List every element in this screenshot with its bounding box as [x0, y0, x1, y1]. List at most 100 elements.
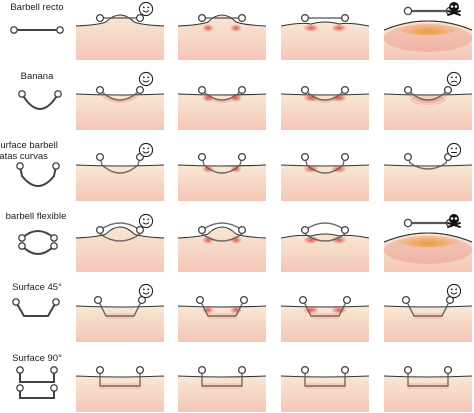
- piercing-cell-strongly-irritated: [281, 212, 369, 272]
- piercing-cell-rejected: [384, 212, 472, 272]
- ball-end: [195, 295, 205, 305]
- ball-end: [239, 295, 249, 305]
- ball-end: [300, 85, 310, 95]
- ball-end: [197, 85, 207, 95]
- ball-end: [197, 13, 207, 23]
- piercing-cell-healthy: [178, 352, 266, 412]
- ball-end: [237, 365, 247, 375]
- ball-end: [237, 225, 247, 235]
- ball-end: [300, 152, 310, 162]
- piercing-cell-strongly-irritated: [281, 0, 369, 60]
- ball-end: [93, 295, 103, 305]
- jewelry-bend-45-icon: [0, 294, 74, 330]
- ball-end: [135, 85, 145, 95]
- ball-end: [300, 225, 310, 235]
- row-label: Barbell recto: [0, 2, 74, 13]
- piercing-cell-rejected: [384, 0, 472, 60]
- piercing-cell-strongly-irritated: [281, 141, 369, 201]
- ball-end: [18, 234, 26, 242]
- ball-end: [300, 13, 310, 23]
- row-label: Surface barbellpatas curvas: [0, 140, 74, 162]
- jewelry-deep-curve-icon: [0, 162, 74, 198]
- row-label: barbell flexible: [0, 211, 74, 222]
- jewelry-curved-icon: [0, 84, 74, 120]
- ball-end: [95, 365, 105, 375]
- ball-end: [340, 365, 350, 375]
- piercing-cell-strongly-irritated: [281, 282, 369, 342]
- ball-end: [95, 225, 105, 235]
- ball-end: [18, 90, 26, 98]
- piercing-cell-healthy: [384, 282, 472, 342]
- neutral-face-icon: [446, 142, 462, 163]
- ball-end: [340, 152, 350, 162]
- row-label-line: barbell flexible: [5, 211, 67, 222]
- row-label-line: Banana: [20, 71, 54, 82]
- ball-end: [10, 26, 18, 34]
- ball-end: [95, 85, 105, 95]
- happy-face-icon: [138, 142, 154, 163]
- jewelry-flexible-icon: [0, 226, 74, 262]
- ball-end: [197, 225, 207, 235]
- piercing-cell-healthy: [76, 141, 164, 201]
- ball-end: [237, 85, 247, 95]
- piercing-cell-shallow: [384, 141, 472, 201]
- row-label-line: Barbell recto: [10, 2, 64, 13]
- ball-end: [50, 384, 58, 392]
- row-label: Banana: [0, 71, 74, 82]
- ball-end: [50, 366, 58, 374]
- ball-end: [237, 13, 247, 23]
- row-label-line: Surface barbell: [0, 140, 58, 151]
- piercing-cell-irritated: [178, 141, 266, 201]
- ball-end: [52, 162, 60, 170]
- happy-face-icon: [138, 283, 154, 304]
- ball-end: [197, 365, 207, 375]
- ball-end: [300, 365, 310, 375]
- ball-end: [16, 384, 24, 392]
- row-label: Surface 45°: [0, 282, 74, 293]
- piercing-cell-healthy: [76, 212, 164, 272]
- ball-end: [135, 225, 145, 235]
- ball-end: [403, 218, 413, 228]
- ball-end: [52, 298, 60, 306]
- piercing-cell-healthy: [76, 282, 164, 342]
- piercing-cell-irritated: [178, 282, 266, 342]
- happy-face-icon: [138, 71, 154, 92]
- piercing-cell-healthy: [76, 0, 164, 60]
- ball-end: [340, 225, 350, 235]
- ball-end: [340, 85, 350, 95]
- ball-end: [95, 13, 105, 23]
- ball-end: [54, 90, 62, 98]
- row-label: Surface 90°: [0, 353, 74, 364]
- ball-end: [50, 234, 58, 242]
- ball-end: [56, 26, 64, 34]
- ball-end: [16, 162, 24, 170]
- ball-end: [16, 366, 24, 374]
- ball-end: [12, 298, 20, 306]
- ball-end: [135, 365, 145, 375]
- ball-end: [18, 242, 26, 250]
- ball-end: [50, 242, 58, 250]
- row-label-line: Surface 90°: [12, 353, 62, 364]
- sad-face-icon: [446, 71, 462, 92]
- piercing-cell-healthy: [76, 70, 164, 130]
- piercing-cell-migrating: [384, 70, 472, 130]
- happy-face-icon: [138, 1, 154, 22]
- piercing-cell-healthy: [384, 352, 472, 412]
- piercing-cell-healthy: [281, 352, 369, 412]
- piercing-cell-strongly-irritated: [281, 70, 369, 130]
- ball-end: [443, 85, 453, 95]
- jewelry-straight-icon: [0, 18, 74, 54]
- ball-end: [197, 152, 207, 162]
- skull-crossbones-icon: [446, 1, 462, 22]
- row-label-line: Surface 45°: [12, 282, 62, 293]
- piercing-cell-irritated: [178, 0, 266, 60]
- ball-end: [237, 152, 247, 162]
- ball-end: [401, 295, 411, 305]
- happy-face-icon: [138, 213, 154, 234]
- piercing-cell-healthy: [76, 352, 164, 412]
- piercing-cell-irritated: [178, 70, 266, 130]
- ball-end: [340, 13, 350, 23]
- ball-end: [443, 365, 453, 375]
